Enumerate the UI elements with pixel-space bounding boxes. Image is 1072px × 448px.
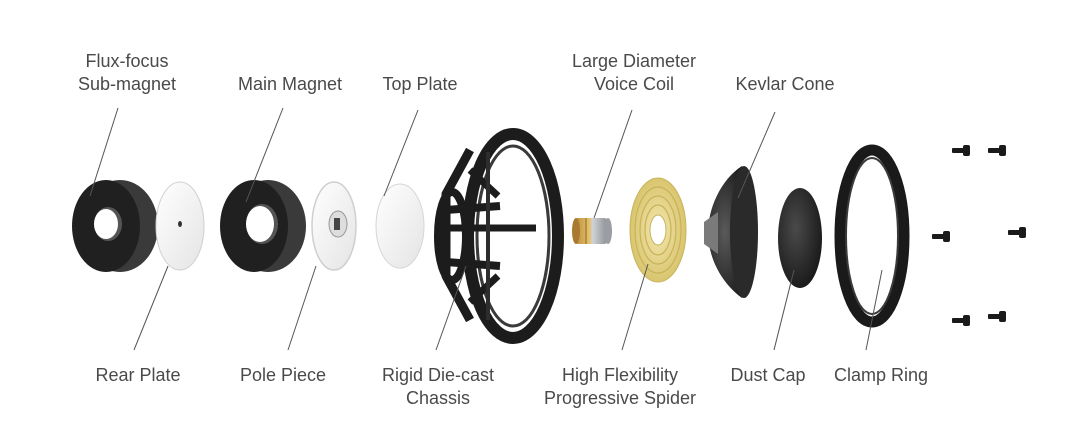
pole-piece-part xyxy=(311,181,357,271)
leader-main-magnet xyxy=(245,107,284,203)
dust-cap-part xyxy=(778,188,822,288)
cone-part xyxy=(704,166,758,298)
leader-voice-coil xyxy=(593,109,633,219)
screw xyxy=(988,145,1006,156)
screw xyxy=(1008,227,1026,238)
sub-magnet xyxy=(72,180,158,272)
label-dust-cap: Dust Cap xyxy=(730,365,806,385)
main-magnet-part xyxy=(220,180,306,272)
leader-pole-piece xyxy=(287,265,317,351)
label-top-plate: Top Plate xyxy=(382,74,458,94)
leader-sub-magnet xyxy=(89,107,119,197)
top-plate-part xyxy=(375,183,425,269)
clamp-ring-part xyxy=(834,144,910,328)
leader-clamp-ring xyxy=(865,269,883,351)
leader-lines xyxy=(89,107,883,351)
leader-spider xyxy=(621,263,649,351)
label-flux-focus-sub-magnet: Flux-focus Sub-magnet xyxy=(77,51,177,94)
leader-top-plate xyxy=(383,109,419,197)
screw xyxy=(988,311,1006,322)
spider-part xyxy=(629,177,687,283)
screw xyxy=(952,145,970,156)
screw xyxy=(952,315,970,326)
leader-dust-cap xyxy=(773,269,795,351)
label-pole-piece: Pole Piece xyxy=(239,365,327,385)
leader-kevlar-cone xyxy=(737,111,776,199)
leader-chassis xyxy=(435,265,467,351)
label-large-diameter-voice-coil: Large Diameter Voice Coil xyxy=(571,51,697,94)
voice-coil-part xyxy=(572,218,612,244)
label-rear-plate: Rear Plate xyxy=(95,365,181,385)
label-high-flexibility-progressive-spider: High Flexibility Progressive Spider xyxy=(543,365,697,408)
label-kevlar-cone: Kevlar Cone xyxy=(735,74,835,94)
leader-rear-plate xyxy=(133,265,169,351)
label-clamp-ring: Clamp Ring xyxy=(833,365,929,385)
chassis-part xyxy=(434,128,564,344)
screw xyxy=(932,231,950,242)
screws xyxy=(932,145,1026,326)
label-rigid-die-cast-chassis: Rigid Die-cast Chassis xyxy=(381,365,495,408)
rear-plate-part xyxy=(155,181,205,271)
label-main-magnet: Main Magnet xyxy=(237,74,343,94)
